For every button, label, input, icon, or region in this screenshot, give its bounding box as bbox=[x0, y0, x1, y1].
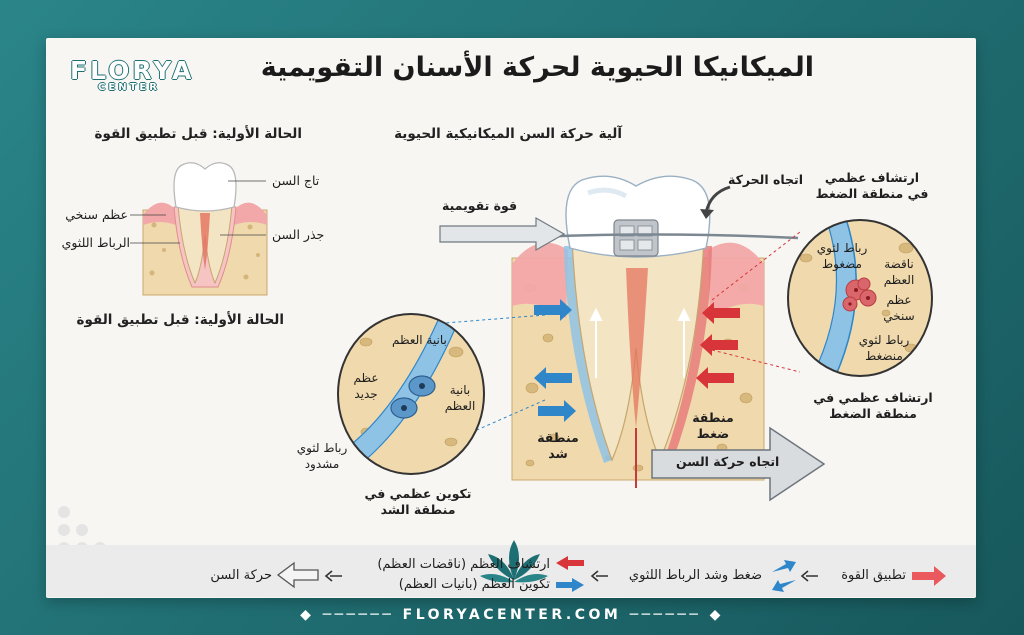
compression-zoom-circle bbox=[787, 219, 933, 377]
zoom-compressed-ligament-top-line1: رباط لثوي bbox=[816, 241, 868, 255]
logo-main-text: FLORYA bbox=[70, 56, 195, 85]
label-root: جذر السن bbox=[272, 227, 325, 242]
resorption-caption-line1: ارتشاف عظمي في bbox=[813, 390, 933, 405]
tension-zone-line1: منطقة bbox=[537, 430, 579, 445]
movement-direction-curve-arrow bbox=[700, 185, 731, 219]
zoom-compressed-ligament-bottom: رباط لثوي منضغط bbox=[852, 332, 916, 364]
tension-zoom-circle bbox=[337, 313, 485, 475]
zoom-osteoblasts-right-line2: العظم bbox=[444, 399, 476, 413]
zoom-new-bone-line2: جديد bbox=[354, 387, 378, 401]
zoom-compressed-ligament-bottom-line1: رباط لثوي bbox=[858, 333, 910, 347]
legend-force-arrow-icon bbox=[912, 566, 946, 586]
main-tooth-illustration bbox=[477, 175, 799, 488]
resorption-caption-line2: منطقة الضغط bbox=[829, 406, 917, 421]
legend-sep-arrow-3 bbox=[324, 570, 342, 582]
zoom-alveolar-bone: عظم سنخي bbox=[872, 292, 926, 324]
zoom-osteoclasts: ناقضة العظم bbox=[872, 256, 926, 288]
legend-ligament-pressure: ضغط وشد الرباط اللثوي bbox=[628, 568, 762, 583]
zoom-compressed-ligament-bottom-line2: منضغط bbox=[865, 349, 903, 363]
footer-diamond-right-icon: ────── ◆ bbox=[629, 607, 724, 623]
orthodontic-force-arrow bbox=[439, 216, 566, 252]
legend-pressure-tension-icon bbox=[772, 560, 796, 592]
page-title: الميكانيكا الحيوية لحركة الأسنان التقويم… bbox=[260, 52, 814, 83]
footer-url: ◆ ────── FLORYACENTER.COM ────── ◆ bbox=[0, 607, 1024, 623]
label-spongy-bone: عظم سنخي bbox=[65, 207, 128, 222]
label-crown: تاج السن bbox=[272, 173, 320, 188]
left-panel-heading: الحالة الأولية: قبل تطبيق القوة bbox=[94, 126, 302, 142]
compression-zone-line2: ضغط bbox=[696, 426, 730, 441]
legend-sep-arrow-1 bbox=[800, 570, 818, 582]
compression-zone-line1: منطقة bbox=[692, 410, 734, 425]
brand-logo: FLORYA CENTER bbox=[70, 56, 195, 93]
zoom-compressed-ligament-top-line2: مضغوط bbox=[822, 257, 862, 271]
footer-url-text: FLORYACENTER.COM bbox=[402, 607, 622, 623]
initial-tooth-illustration bbox=[130, 162, 268, 296]
lotus-emblem-icon bbox=[480, 540, 548, 583]
zoom-osteoblasts-top: بانية العظم bbox=[392, 333, 447, 347]
zoom-stretched-ligament: رباط لثوي مشدود bbox=[290, 440, 354, 472]
legend-sep-arrow-2 bbox=[590, 570, 608, 582]
formation-caption-line1: تكوين عظمي في bbox=[364, 486, 472, 501]
zoom-compressed-ligament-top: رباط لثوي مضغوط bbox=[812, 240, 872, 272]
zoom-new-bone: عظم جديد bbox=[344, 370, 388, 402]
resorption-title: ارتشاف عظمي في منطقة الضغط bbox=[802, 170, 942, 202]
legend-formation: تكوين العظم (بانيات العظم) bbox=[398, 577, 550, 592]
logo-sub-text: CENTER bbox=[98, 82, 160, 93]
zoom-stretched-ligament-line1: رباط لثوي bbox=[296, 441, 348, 455]
legend-resorption-arrow-icon bbox=[556, 556, 584, 570]
legend-tooth-movement: حركة السن bbox=[210, 568, 272, 583]
footer-diamond-left-icon: ◆ ────── bbox=[300, 607, 403, 623]
zoom-osteoblasts-right: بانية العظم bbox=[438, 382, 482, 414]
tooth-movement-direction-label: اتجاه حركة السن bbox=[676, 454, 780, 469]
legend-formation-arrow-icon bbox=[556, 578, 584, 592]
main-panel-heading: آلية حركة السن الميكانيكية الحيوية bbox=[394, 126, 622, 142]
tension-zone-label: منطقة شد bbox=[536, 430, 580, 462]
zoom-osteoclasts-line1: ناقضة bbox=[884, 257, 914, 271]
zoom-stretched-ligament-line2: مشدود bbox=[304, 457, 340, 471]
resorption-title-line2: في منطقة الضغط bbox=[815, 186, 929, 201]
tooth-movement-arrow bbox=[651, 426, 826, 502]
orthodontic-force-label: قوة تقويمية bbox=[442, 198, 518, 213]
label-ligament: الرباط اللثوي bbox=[61, 235, 130, 250]
resorption-caption: ارتشاف عظمي في منطقة الضغط bbox=[800, 390, 946, 422]
legend-force-application: تطبيق القوة bbox=[841, 568, 906, 583]
zoom-alveolar-bone-line1: عظم bbox=[886, 293, 912, 307]
zoom-osteoblasts-right-line1: بانية bbox=[449, 383, 471, 397]
formation-caption: تكوين عظمي في منطقة الشد bbox=[356, 486, 480, 518]
zoom-new-bone-line1: عظم bbox=[353, 371, 379, 385]
legend-resorption: ارتشاف العظم (ناقضات العظم) bbox=[377, 557, 550, 572]
formation-caption-line2: منطقة الشد bbox=[380, 502, 456, 517]
tension-zone-line2: شد bbox=[548, 446, 568, 461]
resorption-title-line1: ارتشاف عظمي bbox=[824, 170, 920, 185]
compression-zone-label: منطقة ضغط bbox=[688, 410, 738, 442]
legend-tooth-movement-arrow-icon bbox=[276, 561, 319, 589]
left-panel-caption: الحالة الأولية: قبل تطبيق القوة bbox=[76, 312, 284, 328]
zoom-osteoclasts-line2: العظم bbox=[883, 273, 915, 287]
movement-direction-label: اتجاه الحركة bbox=[728, 172, 804, 187]
zoom-alveolar-bone-line2: سنخي bbox=[883, 309, 915, 323]
